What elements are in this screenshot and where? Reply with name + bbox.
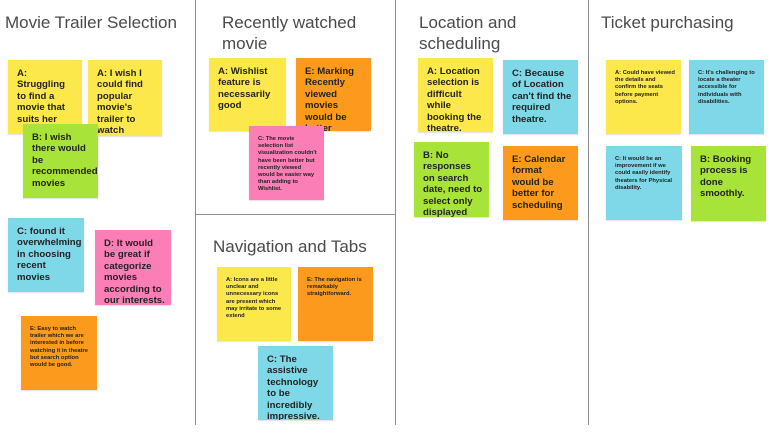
sticky-note: A: Could have viewed the details and con… <box>606 60 681 134</box>
note-text: A: Could have viewed the details and con… <box>615 70 675 105</box>
note-text: E: The navigation is remarkably straight… <box>307 277 362 298</box>
note-text: E: Easy to watch trailer which we are in… <box>30 326 88 369</box>
sticky-note: D: It would be great if categorize movie… <box>95 230 171 305</box>
heading-location: Location and scheduling <box>419 13 517 53</box>
note-text: C: Because of Location can't find the re… <box>512 68 572 125</box>
sticky-note: A: Location selection is difficult while… <box>418 58 493 132</box>
heading-navigation: Navigation and Tabs <box>213 237 367 256</box>
sticky-note: C: Because of Location can't find the re… <box>503 60 578 134</box>
sticky-note: C: found it overwhelming in choosing rec… <box>8 218 84 292</box>
note-text: B: No responses on search date, need to … <box>423 150 483 217</box>
note-text: C: The movie selection list visualizatio… <box>258 136 317 193</box>
note-text: A: Struggling to find a movie that suits… <box>17 68 65 125</box>
heading-recently-watched: Recently watched movie <box>222 13 357 53</box>
section-divider <box>195 214 395 215</box>
sticky-note: E: Calendar format would be better for s… <box>503 146 578 220</box>
sticky-note: E: Easy to watch trailer which we are in… <box>21 316 97 390</box>
sticky-note: A: Struggling to find a movie that suits… <box>8 60 82 134</box>
sticky-note: E: The navigation is remarkably straight… <box>298 267 373 341</box>
note-text: B: Booking process is done smoothly. <box>700 154 752 200</box>
sticky-note: A: Icons are a little unclear and unnece… <box>217 267 291 341</box>
note-text: A: Icons are a little unclear and unnece… <box>226 277 282 320</box>
note-text: B: I wish there would be recommended mov… <box>32 132 98 189</box>
sticky-note: A: Wishlist feature is necessarily good <box>209 58 286 131</box>
note-text: C: The assistive technology to be incred… <box>267 354 320 420</box>
note-text: C: It's challenging to locate a theater … <box>698 70 755 105</box>
column-divider <box>195 0 196 425</box>
note-text: E: Marking Recently viewed movies would … <box>305 66 355 131</box>
sticky-note: E: Marking Recently viewed movies would … <box>296 58 371 131</box>
sticky-note: C: It would be an improvement if we coul… <box>606 146 682 220</box>
sticky-note: A: I wish I could find popular movie's t… <box>88 60 162 136</box>
sticky-note: C: The movie selection list visualizatio… <box>249 126 324 200</box>
note-text: C: It would be an improvement if we coul… <box>615 156 673 191</box>
heading-ticket: Ticket purchasing <box>601 13 734 32</box>
note-text: E: Calendar format would be better for s… <box>512 154 566 211</box>
note-text: A: I wish I could find popular movie's t… <box>97 68 143 136</box>
column-divider <box>395 0 396 425</box>
note-text: C: found it overwhelming in choosing rec… <box>17 226 82 283</box>
sticky-note: B: Booking process is done smoothly. <box>691 146 766 221</box>
sticky-note: B: No responses on search date, need to … <box>414 142 489 217</box>
sticky-note: C: The assistive technology to be incred… <box>258 346 333 420</box>
heading-movie-trailer: Movie Trailer Selection <box>5 13 177 32</box>
sticky-note: B: I wish there would be recommended mov… <box>23 124 98 198</box>
sticky-note: C: It's challenging to locate a theater … <box>689 60 764 134</box>
note-text: D: It would be great if categorize movie… <box>104 238 165 305</box>
note-text: A: Location selection is difficult while… <box>427 66 482 132</box>
note-text: A: Wishlist feature is necessarily good <box>218 66 271 112</box>
column-divider <box>588 0 589 425</box>
